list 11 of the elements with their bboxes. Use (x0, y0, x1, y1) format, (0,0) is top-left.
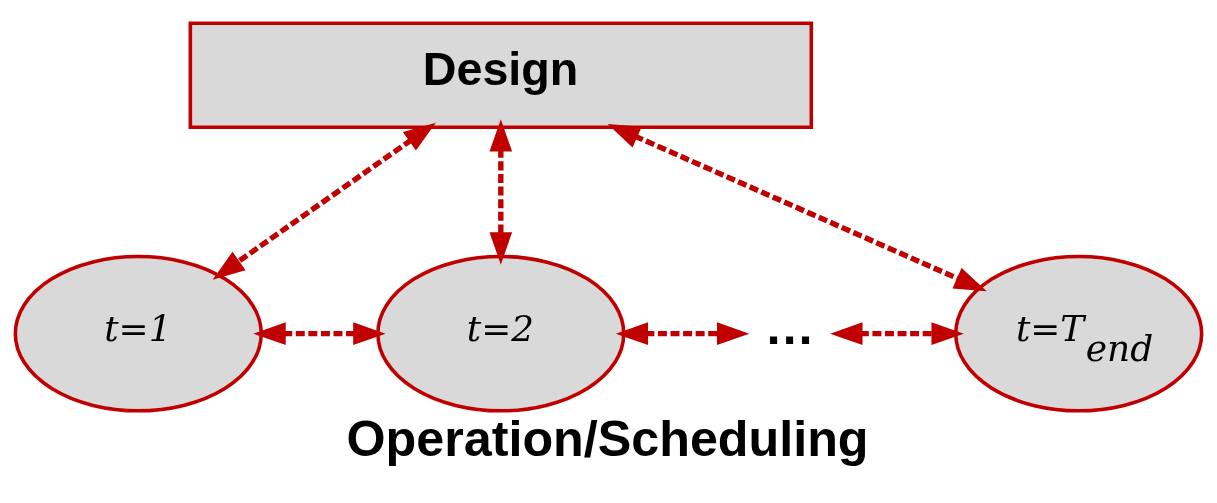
arrow (607, 123, 987, 291)
node-text: … (764, 298, 815, 355)
arrow (615, 321, 750, 345)
node-ellipse: t=2 (376, 254, 626, 413)
arrow (212, 122, 436, 280)
node-ellipse: t=1 (13, 254, 264, 413)
arrow (253, 321, 386, 345)
arrow (489, 118, 513, 265)
caption: Operation/Scheduling (346, 410, 869, 467)
arrow (830, 321, 964, 345)
node-box: Design (188, 20, 814, 129)
